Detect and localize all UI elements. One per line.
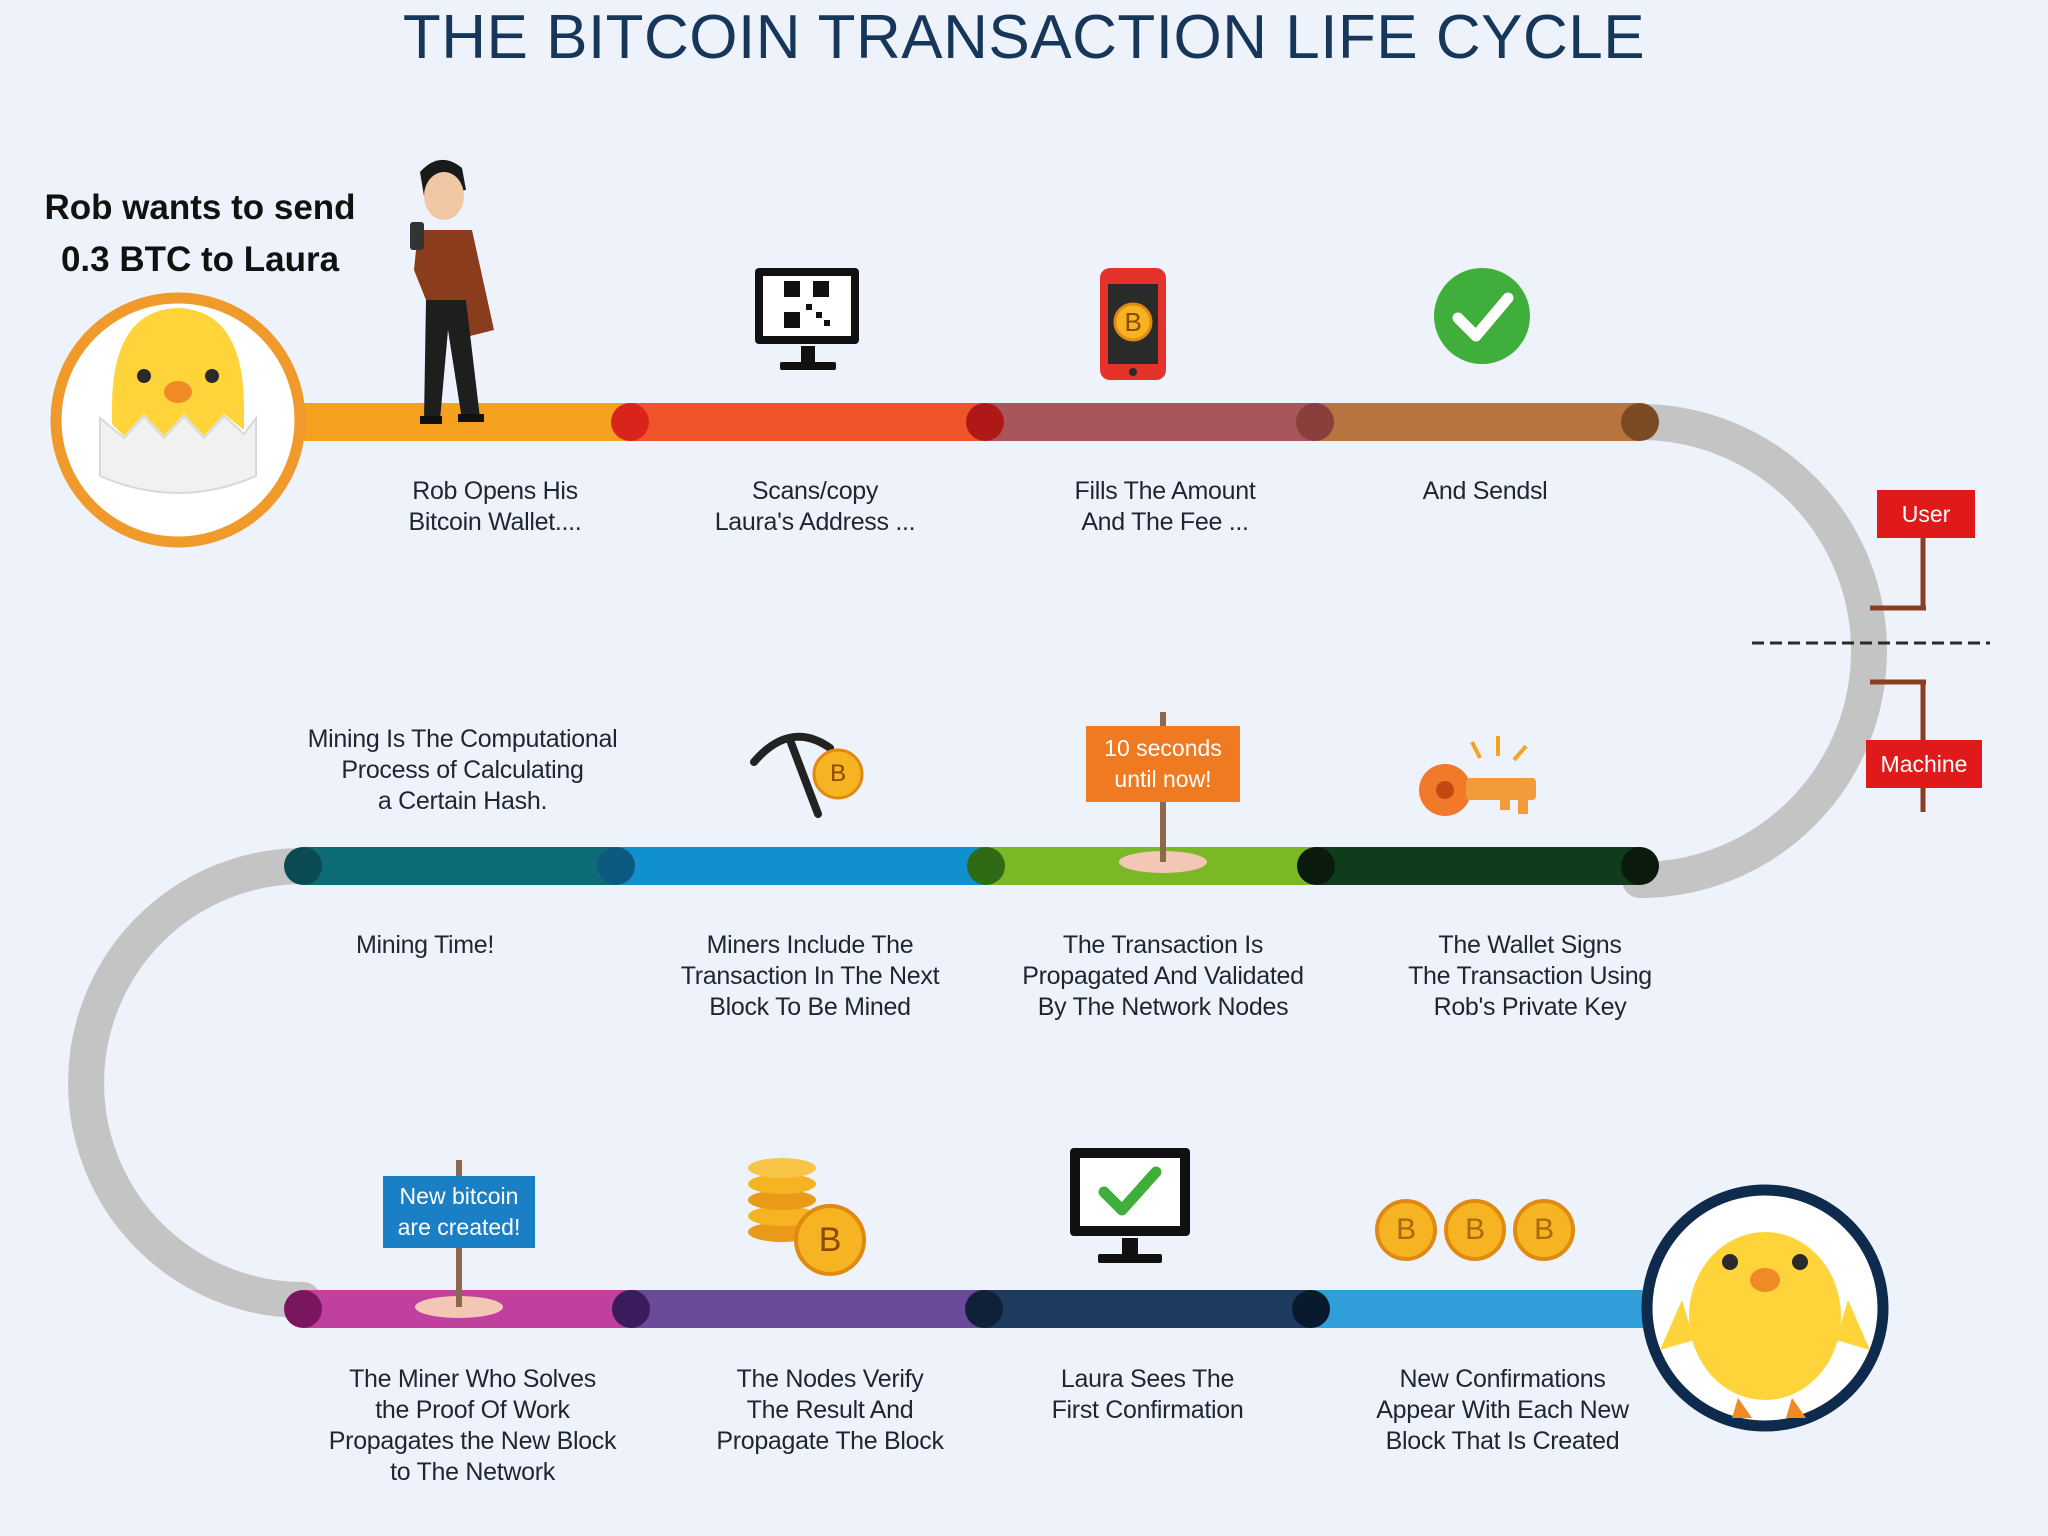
curve-connector-right bbox=[1622, 404, 1887, 898]
coin-symbol: B bbox=[1465, 1213, 1485, 1246]
row2-node bbox=[284, 847, 322, 885]
row1-node bbox=[966, 403, 1004, 441]
row1-segment-3 bbox=[985, 403, 1315, 441]
row3-segment-2 bbox=[631, 1290, 984, 1328]
coin-symbol: B bbox=[1396, 1213, 1416, 1246]
step-label: Laura Sees The First Confirmation bbox=[1051, 1365, 1244, 1424]
step-label: The Miner Who Solves the Proof Of Work P… bbox=[328, 1365, 617, 1486]
row1-segment-2 bbox=[630, 403, 985, 441]
row3-segment-4 bbox=[1311, 1290, 1655, 1328]
step-label: Fills The Amount And The Fee ... bbox=[1074, 477, 1256, 536]
step-label: The Nodes Verify The Result And Propagat… bbox=[716, 1365, 944, 1455]
machine-tag: Machine bbox=[1866, 740, 1982, 788]
new-bitcoin-sign-text: New bitcoin are created! bbox=[397, 1183, 521, 1240]
step-label: The Transaction Is Propagated And Valida… bbox=[1022, 931, 1304, 1021]
person-rob-icon bbox=[410, 159, 494, 424]
phone-bitcoin-icon bbox=[1100, 268, 1166, 380]
three-coins-icon bbox=[1375, 1199, 1575, 1261]
row2-segment-2 bbox=[616, 847, 986, 885]
step-label: Scans/copy Laura's Address ... bbox=[714, 477, 916, 536]
coin-symbol: B bbox=[1124, 307, 1142, 337]
check-circle-icon bbox=[1434, 268, 1530, 364]
row3-segment-3 bbox=[984, 1290, 1311, 1328]
coin-stack-icon bbox=[748, 1158, 866, 1276]
curve-connector-left bbox=[68, 848, 321, 1318]
page-title: THE BITCOIN TRANSACTION LIFE CYCLE bbox=[402, 3, 1646, 72]
row3-node bbox=[1292, 1290, 1330, 1328]
user-tag: User bbox=[1877, 490, 1975, 538]
row2-segment-4 bbox=[1316, 847, 1640, 885]
row2-node bbox=[597, 847, 635, 885]
row1-node bbox=[1621, 403, 1659, 441]
step-label: Mining Time! bbox=[355, 931, 495, 959]
pickaxe-icon bbox=[750, 732, 864, 818]
row1-segment-4 bbox=[1315, 403, 1640, 441]
step-label: And Sendsl bbox=[1422, 477, 1548, 505]
key-icon bbox=[1419, 736, 1536, 816]
countdown-sign bbox=[1086, 712, 1240, 873]
row2-node bbox=[1621, 847, 1659, 885]
step-label: Mining Is The Computational Process of C… bbox=[307, 725, 618, 815]
row2-node bbox=[967, 847, 1005, 885]
countdown-sign-text: 10 seconds until now! bbox=[1104, 735, 1222, 792]
confirmation-monitor-icon bbox=[1070, 1148, 1190, 1263]
chick-start-icon bbox=[50, 292, 306, 548]
chick-end-icon bbox=[1641, 1184, 1889, 1432]
step-label: The Wallet Signs The Transaction Using R… bbox=[1408, 931, 1652, 1021]
coin-symbol: B bbox=[1534, 1213, 1554, 1246]
qr-monitor-icon bbox=[755, 268, 859, 370]
row1-node bbox=[611, 403, 649, 441]
row3-node bbox=[284, 1290, 322, 1328]
intro-text: Rob wants to send 0.3 BTC to Laura bbox=[44, 188, 356, 279]
coin-symbol: B bbox=[818, 1221, 842, 1259]
coin-symbol: B bbox=[830, 760, 846, 787]
row1-node bbox=[1296, 403, 1334, 441]
row3-node bbox=[965, 1290, 1003, 1328]
step-label: New Confirmations Appear With Each New B… bbox=[1376, 1365, 1629, 1455]
row3-node bbox=[612, 1290, 650, 1328]
new-bitcoin-sign bbox=[383, 1160, 535, 1318]
step-label: Miners Include The Transaction In The Ne… bbox=[680, 931, 940, 1021]
row2-node bbox=[1297, 847, 1335, 885]
step-label: Rob Opens His Bitcoin Wallet.... bbox=[408, 477, 582, 536]
row2-segment-1 bbox=[303, 847, 616, 885]
